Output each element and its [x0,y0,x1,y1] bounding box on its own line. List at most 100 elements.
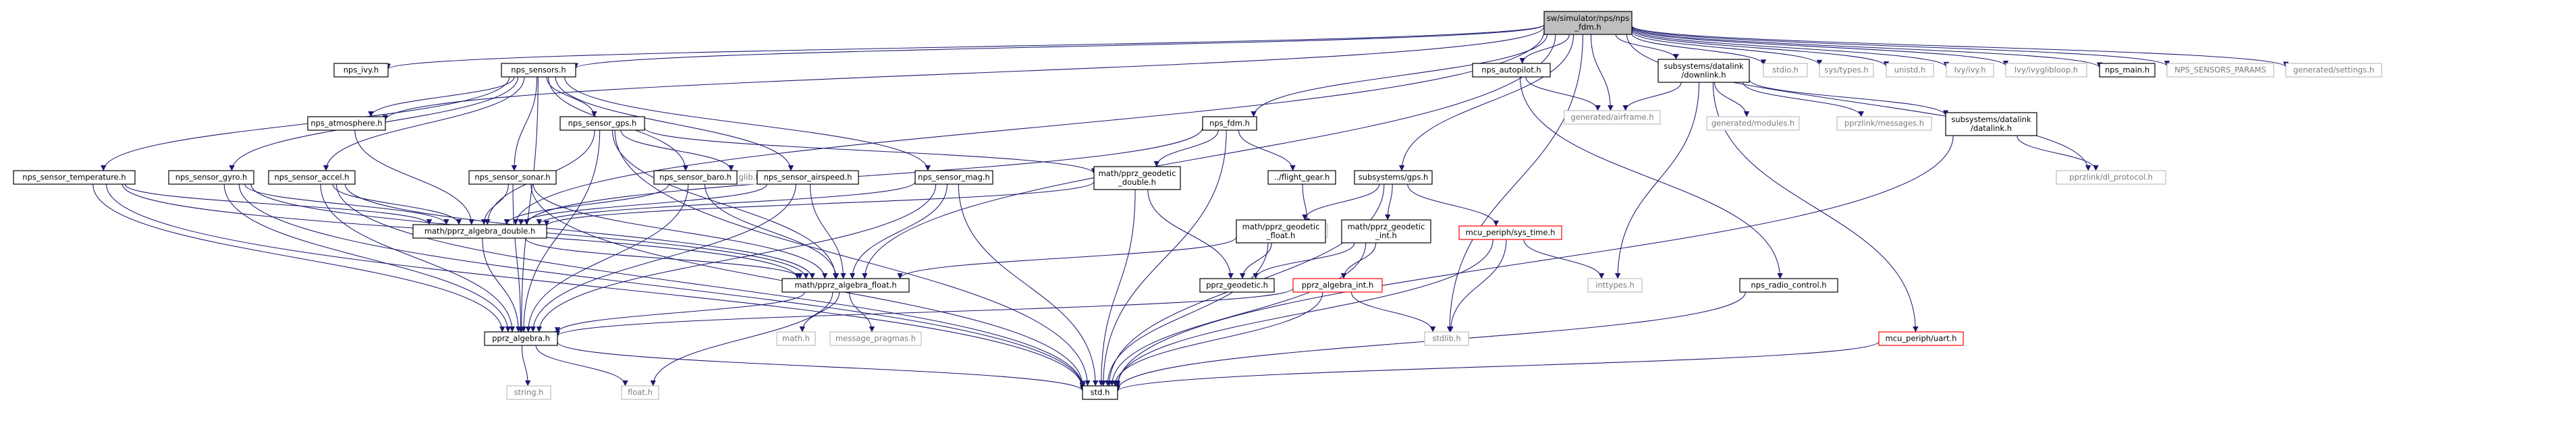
node-nps_main[interactable]: nps_main.h [2099,63,2156,78]
node-stdh[interactable]: std.h [1082,385,1118,400]
edge-sensor_accel-to-pprz_algebra [320,183,516,333]
node-box-sensor_gyro [168,170,254,185]
node-label-msg_pragmas-0: message_pragmas.h [835,334,916,343]
node-label-subsys_downlink-0: subsystems/datalink [1664,61,1744,71]
edge-nps_sensors-to-nps_sensor_gps [546,76,597,117]
node-floath: float.h [621,385,659,400]
node-box-nps_autopilot [1472,63,1551,78]
node-label-pprz_algebra-0: pprz_algebra.h [492,334,550,343]
node-label-pprzlink_msgs-0: pprzlink/messages.h [1844,119,1924,128]
node-sensor_sonar[interactable]: nps_sensor_sonar.h [468,170,557,185]
edge-nps_sensor_gps-to-stdh [614,130,1091,387]
node-label-stringh-0: string.h [514,388,544,397]
node-algebra_double[interactable]: math/pprz_algebra_double.h [412,224,547,239]
node-box-geodetic_double [1093,166,1181,190]
node-label-flight_gear-0: ../flight_gear.h [1274,173,1330,182]
node-label-gen_settings-0: generated/settings.h [2293,65,2374,75]
edge-algebra_float-to-floath [650,291,833,387]
edge-algebra_double-to-pprz_algebra [482,237,522,333]
node-sensor_baro[interactable]: nps_sensor_baro.h [653,170,738,185]
node-box-nps_ivy [333,63,389,78]
node-systypes: sys/types.h [1819,63,1874,78]
node-nps_sensors[interactable]: nps_sensors.h [501,63,576,78]
node-label-ivyglib-0: Ivy/ivyglibloop.h [2015,65,2078,75]
node-sys_time[interactable]: mcu_periph/sys_time.h [1458,225,1562,240]
edge-root-to-nps_atmosphere [382,26,1545,121]
node-label-floath-0: float.h [628,388,653,397]
edge-root-to-ivyivy [1631,28,1950,68]
edge-sensor_airspeed-to-algebra_double [518,183,767,225]
edge-sensor_baro-to-algebra_double [503,183,669,225]
edge-subsys_gps-to-sys_time [1407,183,1499,227]
node-geodetic_int[interactable]: math/pprz_geodetic_int.h [1341,219,1431,244]
node-subsys_downlink[interactable]: subsystems/datalink/downlink.h [1657,59,1750,83]
node-sensor_mag[interactable]: nps_sensor_mag.h [914,170,993,185]
edge-sensor_mag-to-algebra_float [849,183,948,279]
edge-root-to-nps_ivy [385,24,1545,69]
node-box-sensor_accel [268,170,356,185]
edge-root-to-gen_settings [1631,25,2289,67]
node-nps_autopilot[interactable]: nps_autopilot.h [1472,63,1551,78]
edge-sensor_mag-to-stdh [958,183,1099,387]
node-label-geodetic_double-0: math/pprz_geodetic [1099,169,1176,178]
node-box-pprz_algebra [484,331,558,346]
edge-root-to-algebra_double [512,31,1545,225]
node-algebra_int[interactable]: pprz_algebra_int.h [1292,278,1383,293]
node-sensor_gyro[interactable]: nps_sensor_gyro.h [168,170,254,185]
node-flight_gear[interactable]: ../flight_gear.h [1267,170,1336,185]
edge-sys_time-to-stdlib [1448,239,1507,333]
node-box-algebra_double [412,224,547,239]
edge-sensor_airspeed-to-pprz_algebra [530,183,796,333]
edge-geodetic_float-to-algebra_float [897,236,1237,279]
node-box-dl_protocol [2056,170,2166,185]
node-box-nps_main [2099,63,2156,78]
edge-algebra_float-to-msg_pragmas [849,291,875,333]
edge-algebra_int-to-stdlib [1350,291,1436,333]
node-nps_fdm[interactable]: nps_fdm.h [1202,116,1257,131]
node-sensor_accel[interactable]: nps_sensor_accel.h [268,170,356,185]
node-mcu_uart[interactable]: mcu_periph/uart.h [1878,331,1964,346]
node-label-mcu_uart-0: mcu_periph/uart.h [1886,334,1957,343]
edge-root-to-nps_autopilot [1519,34,1570,64]
edge-sensor_baro-to-algebra_float [704,183,840,279]
node-label-nps_params-0: NPS_SENSORS_PARAMS [2174,65,2266,75]
node-label-subsys_datalink-0: subsystems/datalink [1951,115,2031,124]
node-subsys_datalink[interactable]: subsystems/datalink/datalink.h [1945,112,2037,136]
node-gen_airframe: generated/airframe.h [1564,110,1661,125]
node-sensor_airspeed[interactable]: nps_sensor_airspeed.h [757,170,859,185]
edge-root-to-algebra_float [862,34,1556,279]
edge-sensor_temp-to-algebra_double [124,183,432,225]
node-nps_sensor_gps[interactable]: nps_sensor_gps.h [559,116,645,131]
node-stdio: stdio.h [1763,63,1808,78]
edge-sensor_mag-to-algebra_double [536,181,916,225]
node-pprz_geodetic[interactable]: pprz_geodetic.h [1199,278,1275,293]
edge-algebra_float-to-pprz_algebra [554,291,805,333]
node-pprz_algebra[interactable]: pprz_algebra.h [484,331,558,346]
edge-nps_sensors-to-sensor_airspeed [555,76,794,171]
node-algebra_float[interactable]: math/pprz_algebra_float.h [782,278,910,293]
node-subsys_gps[interactable]: subsystems/gps.h [1354,170,1433,185]
nodes-layer: sw/simulator/nps/nps_fdm.h nps_ivy.h nps_s… [13,11,2382,400]
node-nps_ivy[interactable]: nps_ivy.h [333,63,389,78]
node-box-stringh [506,385,551,400]
node-label-nps_autopilot-0: nps_autopilot.h [1481,65,1541,75]
node-geodetic_double[interactable]: math/pprz_geodetic_double.h [1093,166,1181,190]
node-box-root [1543,11,1633,35]
node-box-sensor_sonar [468,170,557,185]
edge-nps_sensors-to-nps_atmosphere [368,76,515,117]
node-label-nps_sensors-0: nps_sensors.h [511,65,566,75]
edge-algebra_float-to-mathh [799,291,840,333]
node-label-mathh-0: math.h [782,334,810,343]
node-sensor_temp[interactable]: nps_sensor_temperature.h [13,170,136,185]
node-box-sensor_airspeed [757,170,859,185]
node-box-sensor_baro [653,170,738,185]
edge-sensor_gyro-to-algebra_double [244,183,449,225]
node-geodetic_float[interactable]: math/pprz_geodetic_float.h [1236,219,1326,244]
node-radio_control[interactable]: nps_radio_control.h [1739,278,1838,293]
node-box-algebra_int [1292,278,1383,293]
node-box-gen_modules [1706,116,1800,131]
node-root[interactable]: sw/simulator/nps/nps_fdm.h [1543,11,1633,35]
node-box-nps_sensors [501,63,576,78]
node-label-pprz_geodetic-0: pprz_geodetic.h [1206,281,1268,290]
node-nps_atmosphere[interactable]: nps_atmosphere.h [307,116,386,131]
